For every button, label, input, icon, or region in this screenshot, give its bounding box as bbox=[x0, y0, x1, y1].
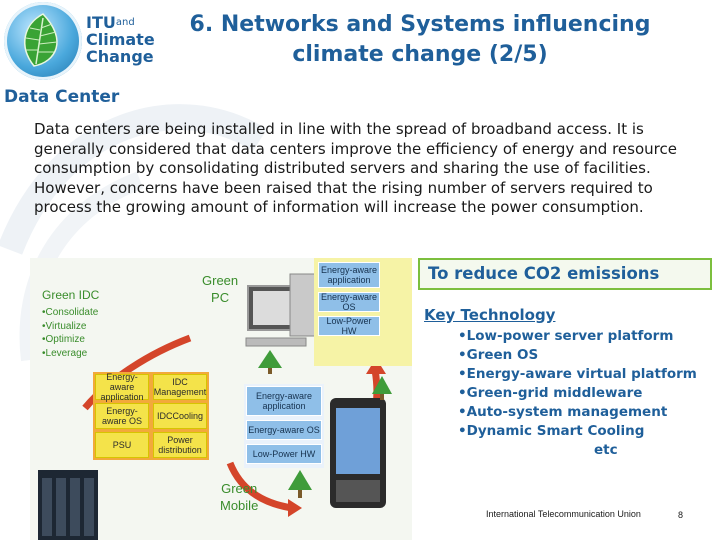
logo-text: ITUand Climate Change bbox=[86, 14, 156, 65]
green-pc-label: Green PC bbox=[202, 272, 238, 306]
slide-title: 6. Networks and Systems influencing clim… bbox=[189, 12, 651, 67]
list-item: •Dynamic Smart Cooling bbox=[458, 423, 645, 439]
idc-box: PSU bbox=[95, 432, 149, 458]
idc-box: Energy-aware application bbox=[95, 372, 149, 402]
key-technology-list: •Low-power server platform •Green OS •En… bbox=[458, 327, 714, 460]
co2-heading-box: To reduce CO2 emissions bbox=[418, 258, 712, 290]
green-mobile-label: Green Mobile bbox=[220, 480, 258, 514]
pc-box: Energy-aware application bbox=[318, 262, 380, 288]
page-number: 8 bbox=[678, 510, 684, 520]
body-paragraph: Data centers are being installed in line… bbox=[34, 120, 677, 216]
idc-bullet-list: •Consolidate •Virtualize •Optimize •Leve… bbox=[42, 306, 98, 360]
list-item: •Green-grid middleware bbox=[458, 385, 643, 401]
itu-climate-logo: ITUand Climate Change bbox=[4, 2, 156, 82]
pc-box: Energy-aware OS bbox=[318, 292, 380, 312]
green-pc-label-line: Green bbox=[202, 273, 239, 288]
idc-box: IDCCooling bbox=[153, 403, 207, 429]
idc-bullet: •Virtualize bbox=[42, 320, 87, 332]
footer-organization: International Telecommunication Union bbox=[486, 509, 641, 519]
list-item: •Low-power server platform bbox=[458, 328, 674, 344]
leaf-icon bbox=[24, 13, 58, 67]
idc-box: Energy-aware OS bbox=[95, 403, 149, 429]
green-it-diagram: Green IDC •Consolidate •Virtualize •Opti… bbox=[30, 258, 412, 540]
logo-line-2: Climate bbox=[86, 30, 155, 49]
idc-bullet: •Consolidate bbox=[42, 307, 99, 318]
list-etc: etc bbox=[594, 442, 618, 458]
logo-line-1-suffix: and bbox=[115, 17, 135, 28]
mobile-box: Energy-aware OS bbox=[246, 420, 322, 440]
list-item: •Energy-aware virtual platform bbox=[458, 366, 697, 382]
idc-box: IDC Management bbox=[153, 374, 207, 400]
pc-component-panel: Energy-aware application Energy-aware OS… bbox=[314, 258, 412, 366]
pc-box: Low-Power HW bbox=[318, 316, 380, 336]
logo-line-1: ITU bbox=[86, 13, 116, 32]
list-item: •Green OS bbox=[458, 347, 539, 363]
idc-bullet: •Optimize bbox=[42, 334, 85, 345]
diagram-arrows bbox=[38, 273, 392, 540]
mobile-component-panel: Energy-aware application Energy-aware OS… bbox=[244, 384, 324, 468]
list-item: •Auto-system management bbox=[458, 404, 668, 420]
idc-box: Power distribution bbox=[153, 432, 207, 458]
idc-bullet: •Leverage bbox=[42, 347, 88, 359]
green-idc-label: Green IDC bbox=[42, 288, 100, 302]
green-mobile-label-line: Mobile bbox=[220, 498, 259, 513]
mobile-box: Low-Power HW bbox=[246, 444, 322, 464]
section-heading: Data Center bbox=[4, 87, 120, 107]
green-pc-label-line: PC bbox=[211, 290, 230, 305]
idc-component-grid: Energy-aware application IDC Management … bbox=[93, 372, 209, 460]
logo-line-3: Change bbox=[86, 47, 154, 66]
key-technology-title: Key Technology bbox=[424, 306, 556, 324]
mobile-box: Energy-aware application bbox=[246, 386, 322, 416]
green-mobile-label-line: Green bbox=[221, 481, 258, 496]
